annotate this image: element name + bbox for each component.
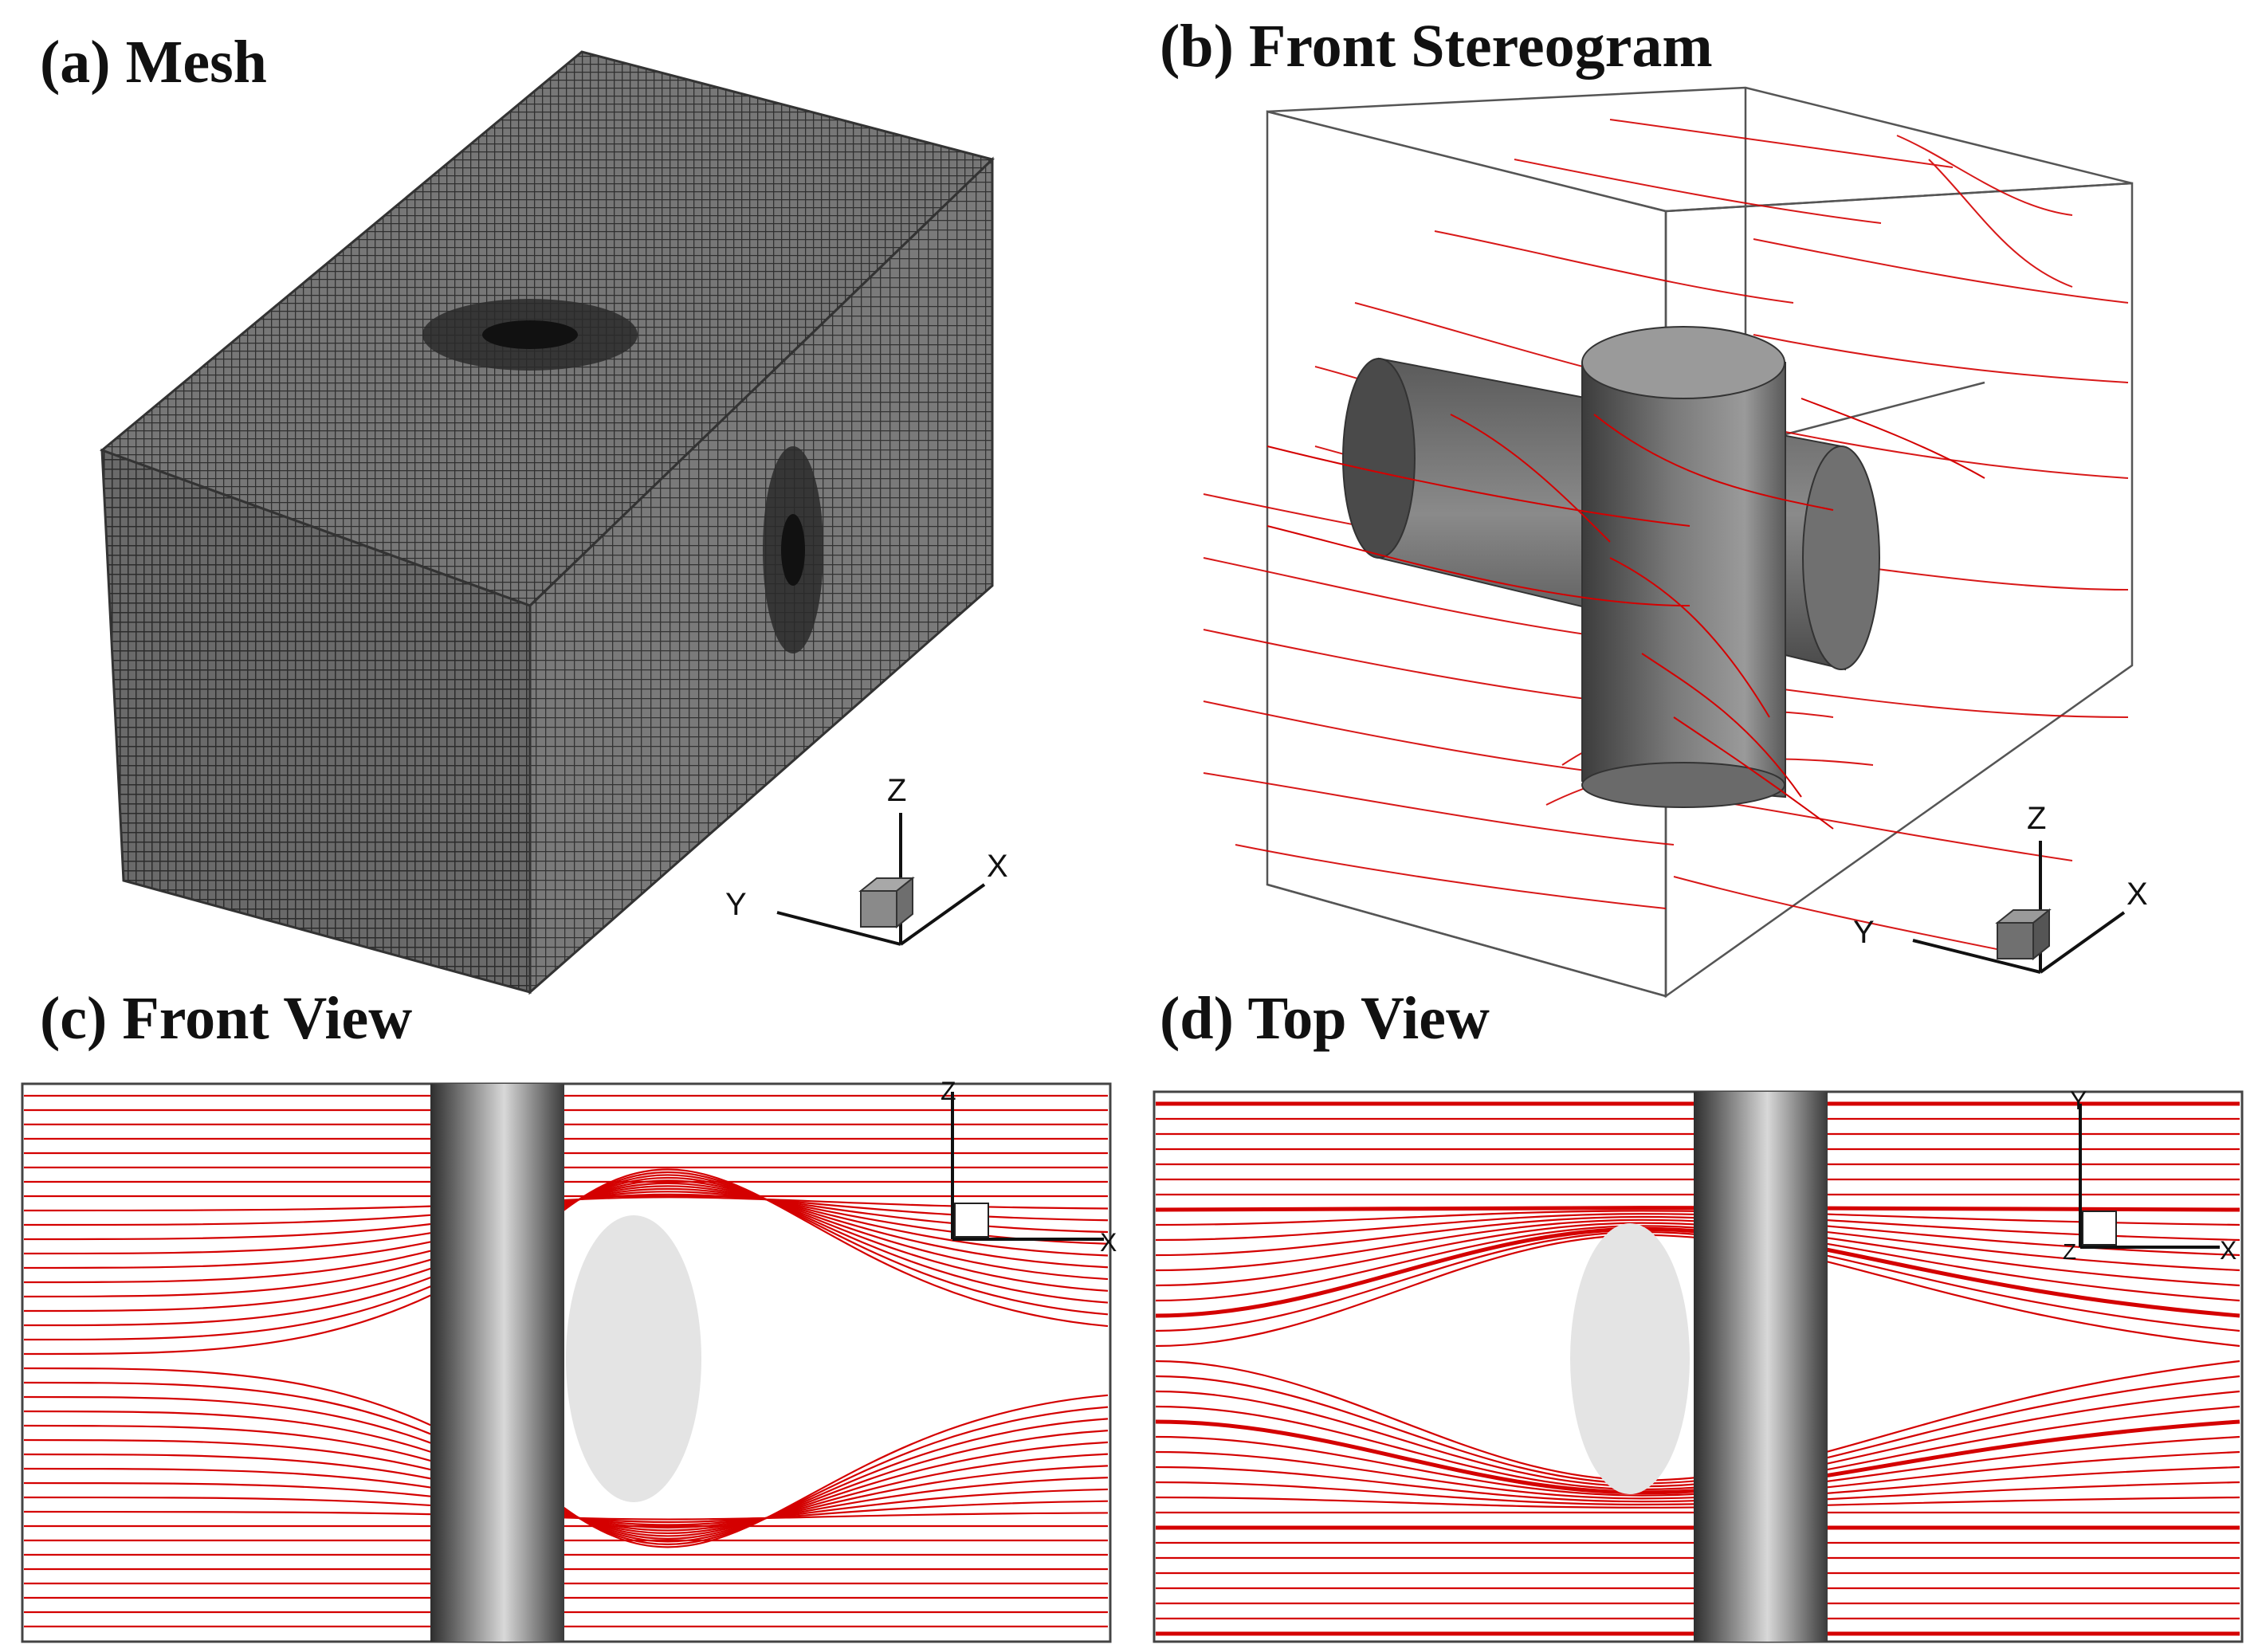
streamline	[1155, 1215, 2240, 1257]
panel-b-label: (b) Front Stereogram	[1160, 13, 1713, 80]
streamline	[1155, 1435, 2240, 1497]
streamline	[1155, 1450, 2240, 1500]
cylinder-vertical-top	[1581, 326, 1785, 399]
axis-x-label-c: X	[1100, 1228, 1117, 1257]
axis-z-label-a: Z	[887, 773, 906, 808]
streamline	[1155, 1496, 2240, 1509]
streamline	[1155, 1206, 2240, 1212]
axis-y-label-b: Y	[1853, 915, 1875, 950]
front-view-cylinder	[430, 1084, 564, 1642]
panel-d-top-view-diagram: Y X Z	[1153, 1086, 2244, 1643]
axes-triad-d	[2079, 1104, 2220, 1249]
streamline	[1155, 1481, 2240, 1506]
axes-triad-box-b	[1997, 922, 2034, 959]
streamline	[1155, 1213, 2240, 1242]
axis-z-label-c: Z	[941, 1077, 956, 1105]
axes-triad-c	[951, 1092, 1104, 1241]
axes-triad-box-d	[2082, 1211, 2117, 1246]
mesh-side-face	[528, 156, 994, 995]
axis-x-label-b: X	[2126, 877, 2148, 912]
axis-z-label-b: Z	[2027, 801, 2046, 836]
streamline	[1155, 1419, 2240, 1495]
axis-y-label-a: Y	[725, 887, 747, 922]
panel-d-label: (d) Top View	[1160, 985, 1490, 1052]
panel-a-mesh-diagram: Z X Y	[100, 50, 1008, 995]
panel-c-label: (c) Front View	[40, 985, 413, 1052]
panel-a-label: (a) Mesh	[40, 29, 267, 96]
streamline	[23, 1168, 1109, 1356]
streamline	[1155, 1222, 2240, 1287]
axis-x-label-d: X	[2220, 1236, 2236, 1265]
axis-y-label-d: Y	[2070, 1086, 2087, 1115]
streamline	[1155, 1210, 2240, 1226]
top-view-cylinder	[1694, 1092, 1828, 1642]
front-view-cross-section	[566, 1215, 701, 1502]
panel-b-stereogram-diagram: Z X Y	[1203, 86, 2148, 999]
axes-triad-box-a	[860, 890, 897, 928]
axis-z-label-d: Z	[2063, 1239, 2076, 1264]
top-view-cross-section	[1570, 1223, 1690, 1494]
streamline	[1155, 1225, 2240, 1302]
streamline	[1155, 1466, 2240, 1503]
axes-triad-box-c	[954, 1203, 989, 1238]
cylinder-horizontal-end	[1802, 445, 1880, 670]
streamline	[1155, 1218, 2240, 1272]
axis-x-label-a: X	[987, 849, 1008, 884]
panel-c-front-view-diagram: Z X	[21, 1077, 1117, 1643]
